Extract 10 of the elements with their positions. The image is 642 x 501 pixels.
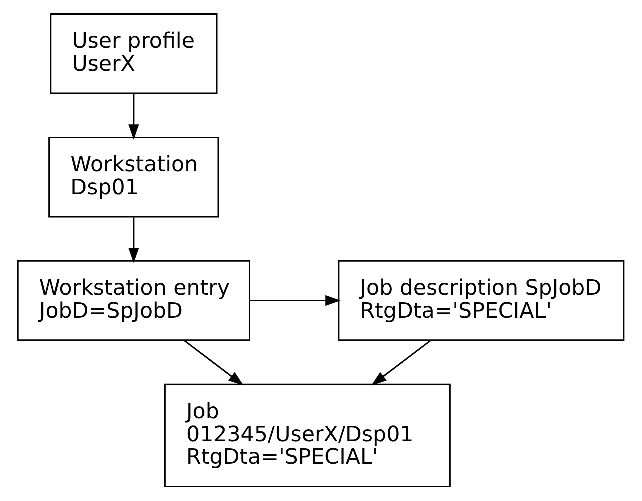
node-box: Job description SpJobD RtgDta='SPECIAL' — [338, 260, 625, 342]
arrow — [250, 295, 341, 306]
node-box: Workstation entry JobD=SpJobD — [17, 260, 251, 342]
node-box: Job 012345/UserX/Dsp01 RtgDta='SPECIAL' — [164, 384, 451, 488]
node-box: Workstation Dsp01 — [48, 136, 220, 218]
arrow — [184, 340, 244, 386]
node-box: User profile UserX — [50, 14, 218, 94]
arrow — [128, 218, 140, 264]
arrow — [128, 94, 140, 140]
arrow — [372, 340, 432, 386]
